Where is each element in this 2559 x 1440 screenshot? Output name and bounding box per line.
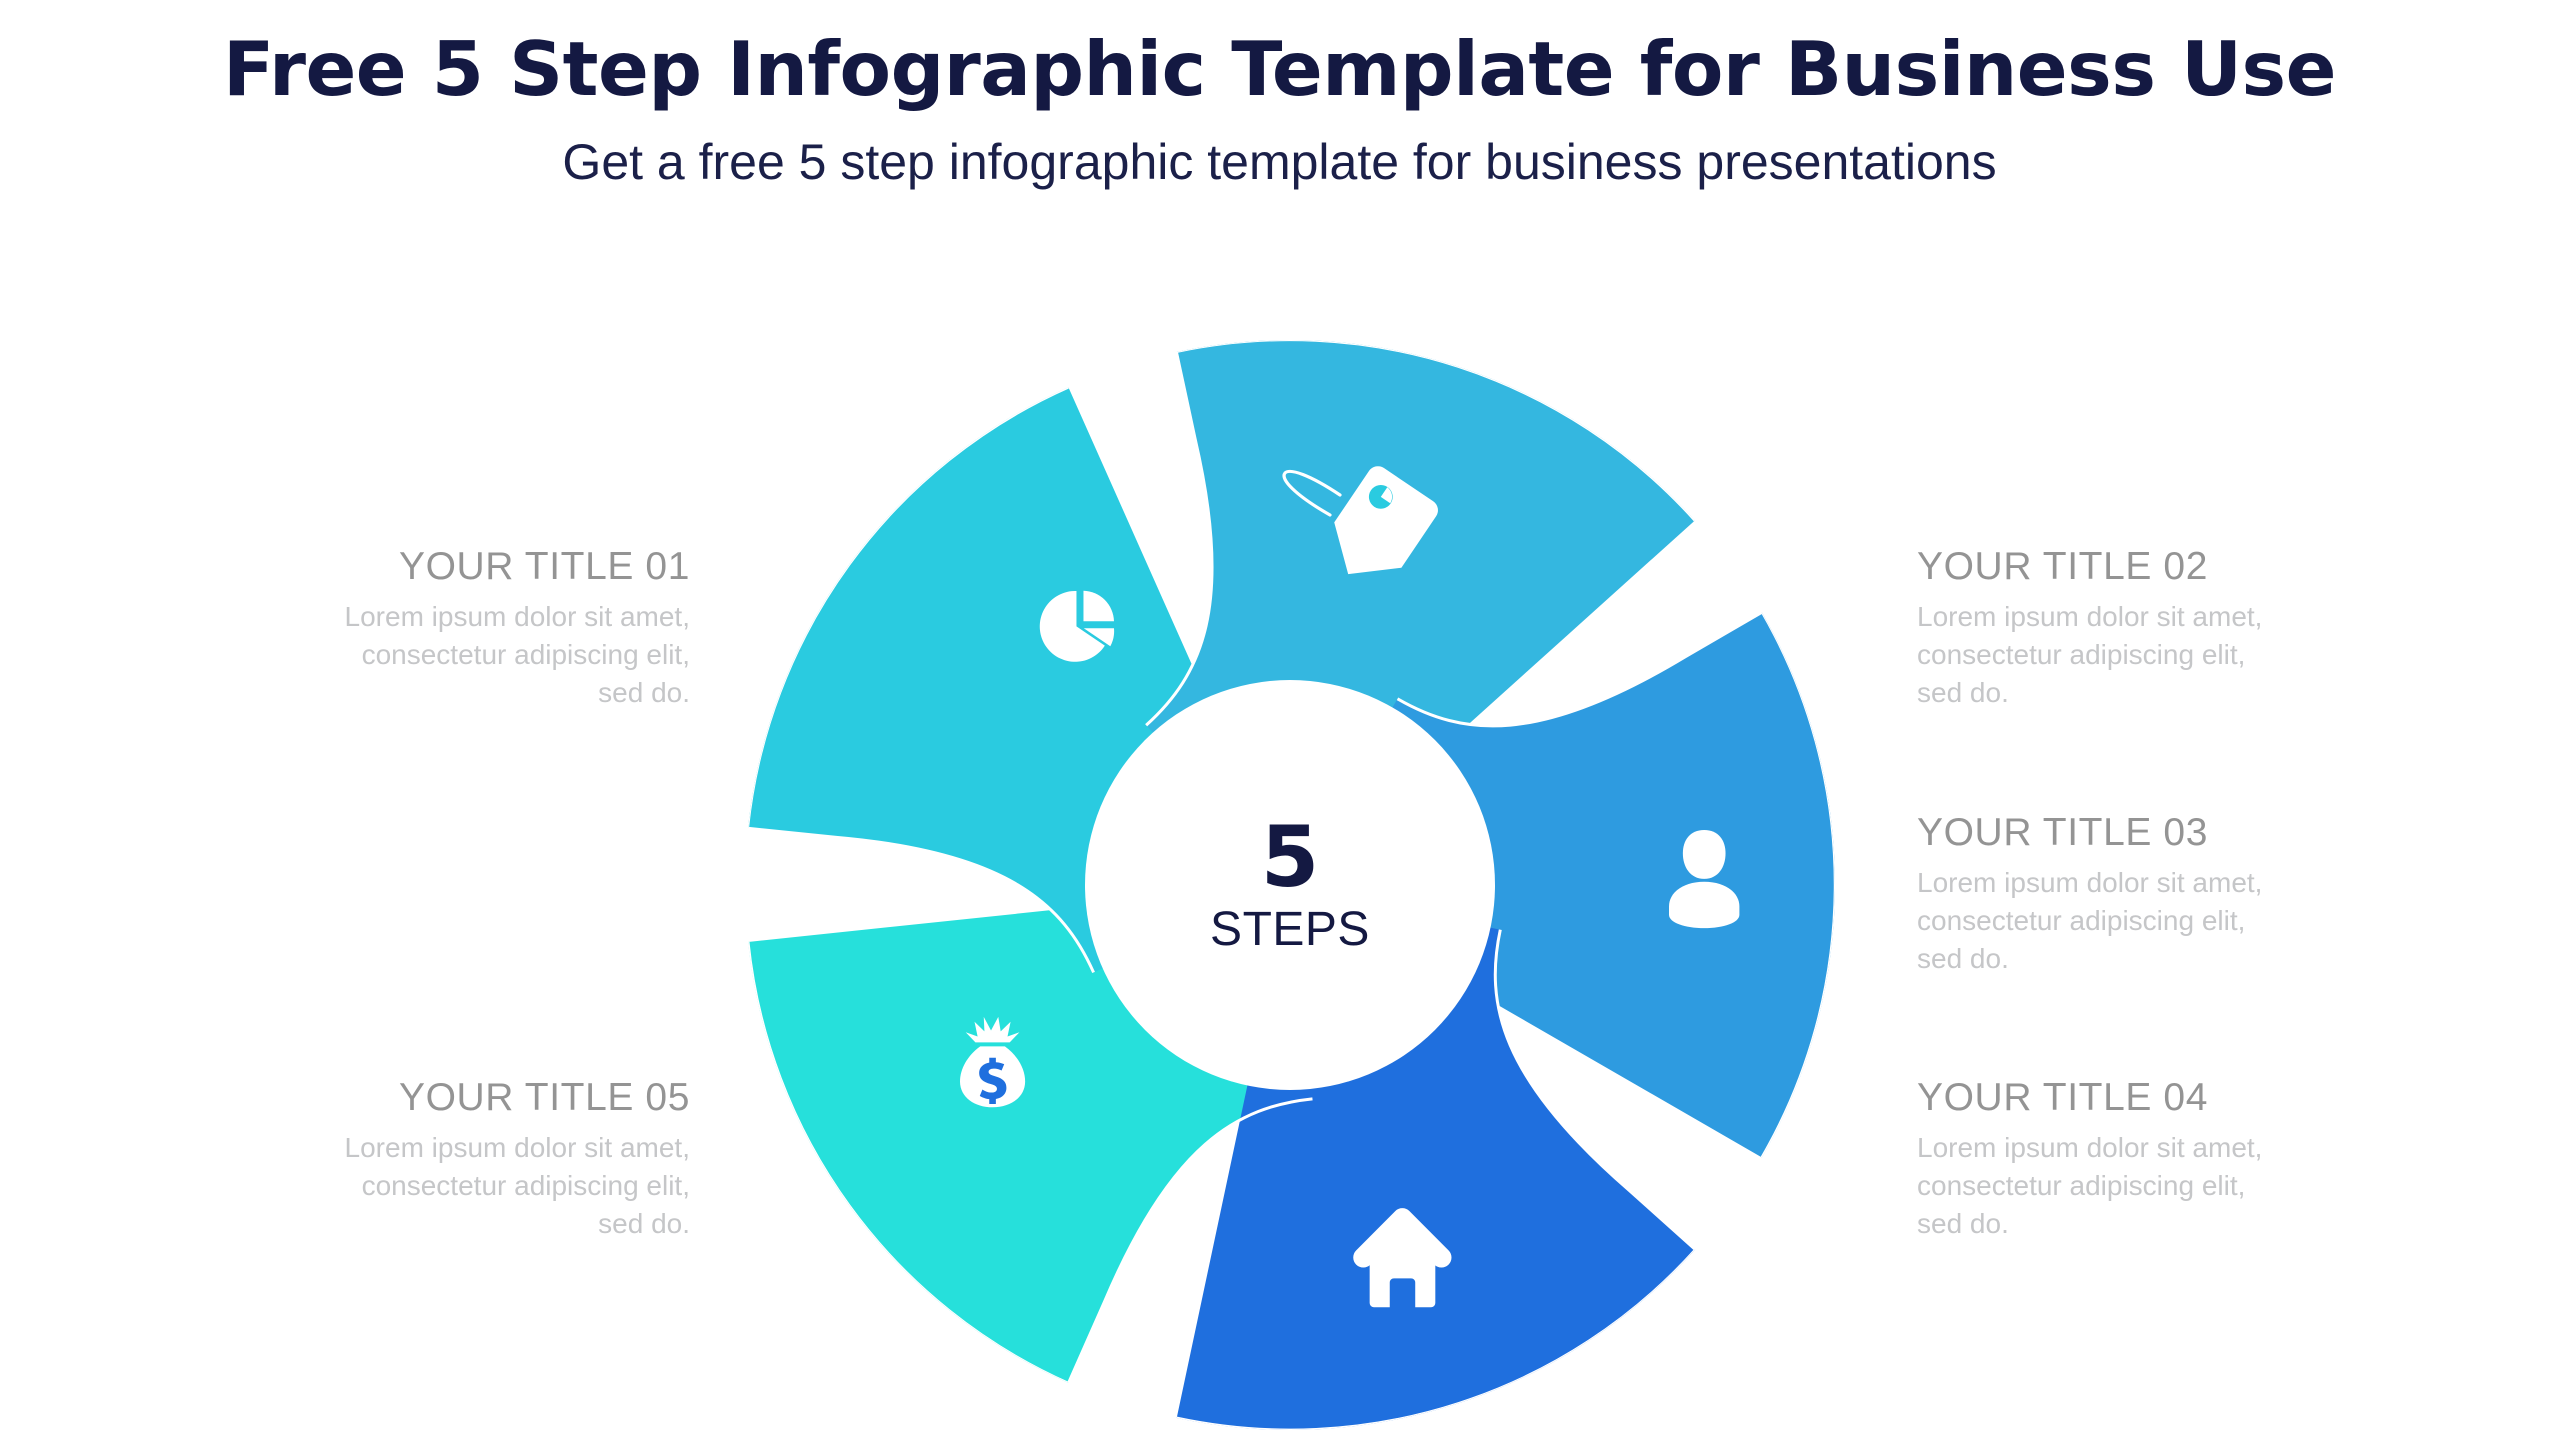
pie-chart-icon [1039, 590, 1115, 662]
price-tag-icon [1334, 466, 1438, 575]
segment-label-02[interactable]: YOUR TITLE 02 Lorem ipsum dolor sit amet… [1917, 545, 2337, 712]
segment-label-01[interactable]: YOUR TITLE 01 Lorem ipsum dolor sit amet… [270, 545, 690, 712]
infographic-wheel [745, 340, 1835, 1430]
segment-title-04: YOUR TITLE 04 [1917, 1076, 2209, 1119]
wheel-svg [745, 340, 1835, 1430]
segment-label-03[interactable]: YOUR TITLE 03 Lorem ipsum dolor sit amet… [1917, 811, 2337, 978]
wheel-center-hub [1085, 680, 1495, 1090]
segment-title-03: YOUR TITLE 03 [1917, 811, 2209, 854]
segment-desc-03: Lorem ipsum dolor sit amet, consectetur … [1917, 866, 2263, 975]
segment-title-05: YOUR TITLE 05 [398, 1076, 690, 1119]
segment-label-05[interactable]: YOUR TITLE 05 Lorem ipsum dolor sit amet… [270, 1076, 690, 1243]
segment-desc-05: Lorem ipsum dolor sit amet, consectetur … [344, 1131, 690, 1240]
segment-desc-04: Lorem ipsum dolor sit amet, consectetur … [1917, 1131, 2263, 1240]
person-icon [1669, 830, 1740, 929]
segment-title-02: YOUR TITLE 02 [1917, 545, 2209, 588]
segment-label-04[interactable]: YOUR TITLE 04 Lorem ipsum dolor sit amet… [1917, 1076, 2337, 1243]
page-header: Free 5 Step Infographic Template for Bus… [0, 0, 2559, 192]
page-subtitle: Get a free 5 step infographic template f… [562, 133, 1997, 190]
segment-desc-02: Lorem ipsum dolor sit amet, consectetur … [1917, 600, 2263, 709]
price-tag-string-icon [1282, 469, 1342, 517]
home-icon [1353, 1208, 1452, 1308]
segment-desc-01: Lorem ipsum dolor sit amet, consectetur … [344, 600, 690, 709]
page-title: Free 5 Step Infographic Template for Bus… [223, 25, 2336, 113]
money-bag-icon [960, 1016, 1026, 1108]
segment-title-01: YOUR TITLE 01 [398, 545, 690, 588]
